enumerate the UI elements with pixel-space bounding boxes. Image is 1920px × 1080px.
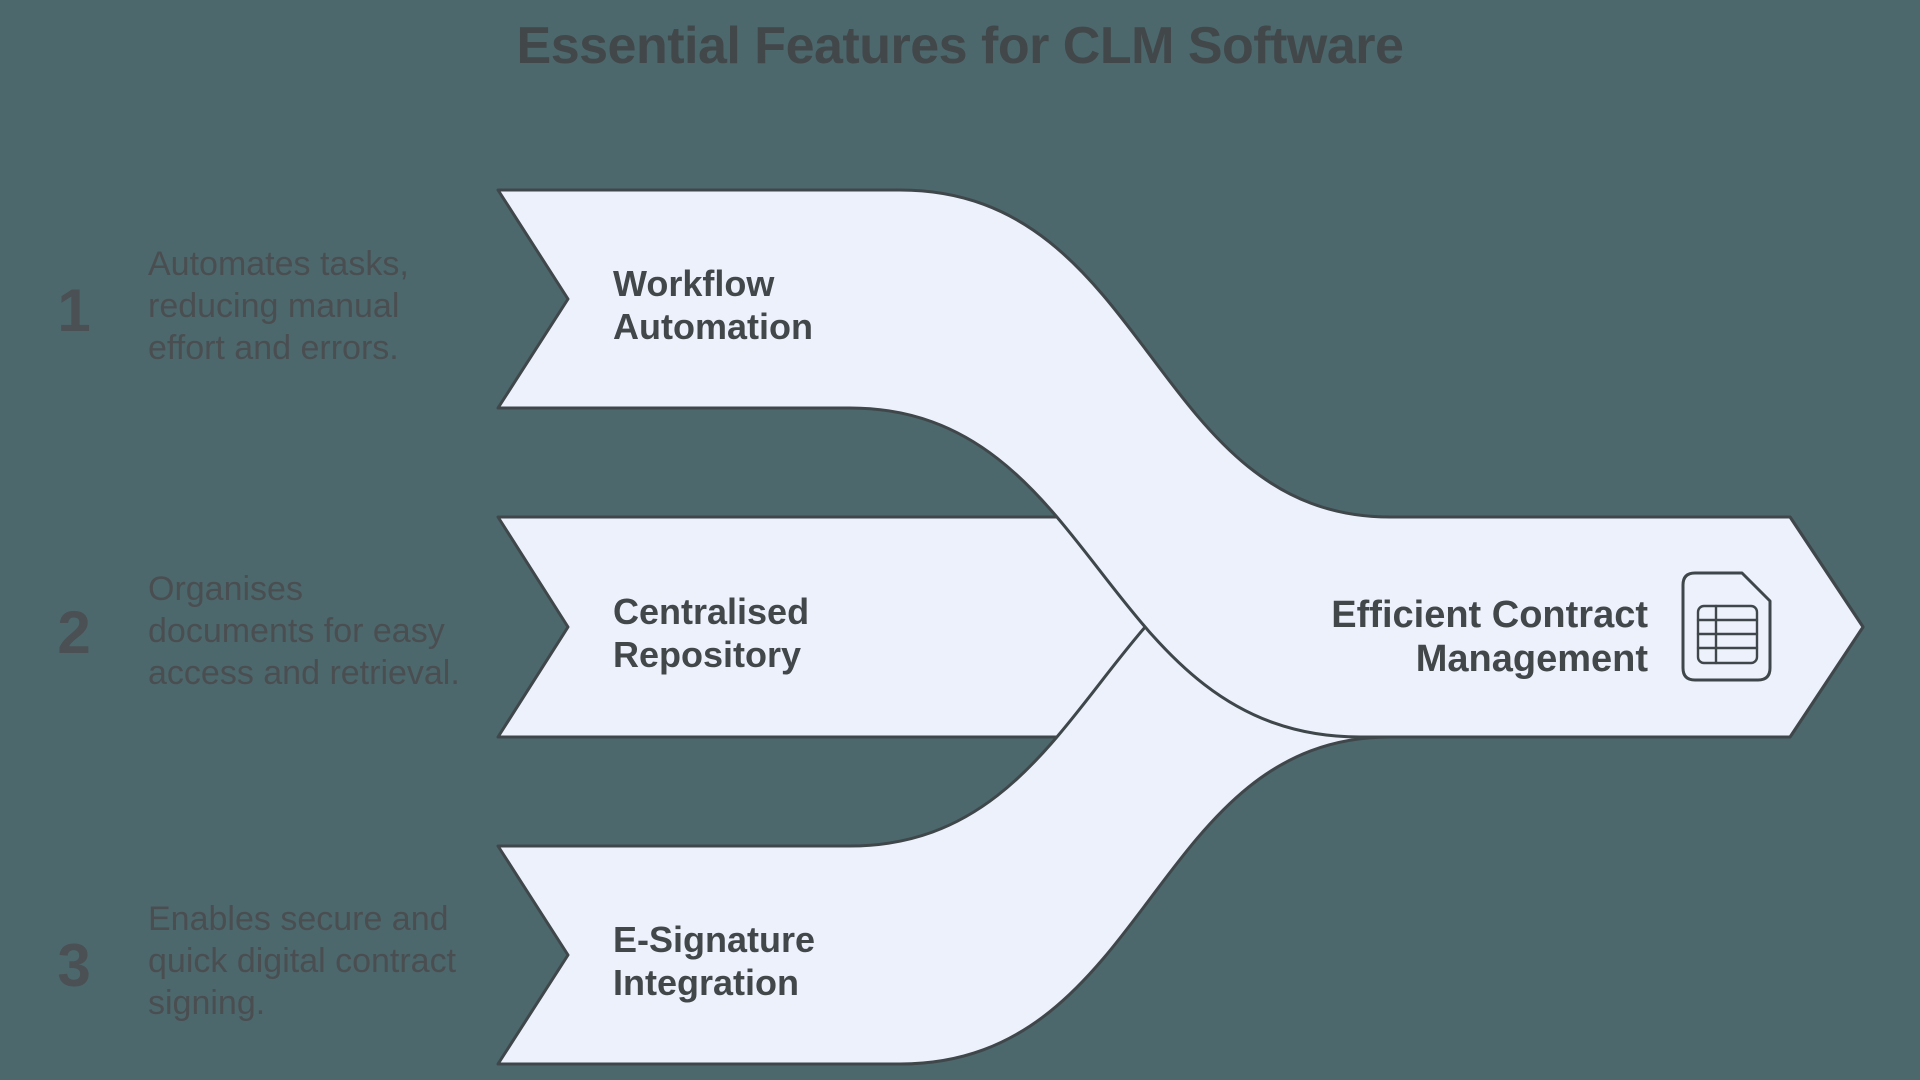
step-number-2: 2 — [57, 599, 91, 666]
ribbon-label-esignature-integration: E-Signature Integration — [613, 919, 816, 1003]
ribbon-label-centralised-repository: Centralised Repository — [613, 591, 810, 675]
contract-table-icon — [1681, 571, 1772, 682]
table-grid-lines — [1696, 604, 1759, 665]
document-outline — [1681, 571, 1772, 682]
step-description-3: Enables secure and quick digital contrac… — [148, 900, 457, 1022]
ribbon-top-shape — [496, 188, 1865, 739]
ribbon-label-workflow-automation: Workflow Automation — [613, 263, 813, 347]
step-description-2: Organises documents for easy access and … — [148, 570, 460, 692]
step-number-1: 1 — [57, 277, 91, 344]
result-label: Efficient Contract Management — [1331, 594, 1648, 680]
step-description-1: Automates tasks, reducing manual effort … — [148, 245, 409, 367]
step-number-3: 3 — [57, 932, 91, 999]
diagram-title: Essential Features for CLM Software — [516, 17, 1404, 75]
